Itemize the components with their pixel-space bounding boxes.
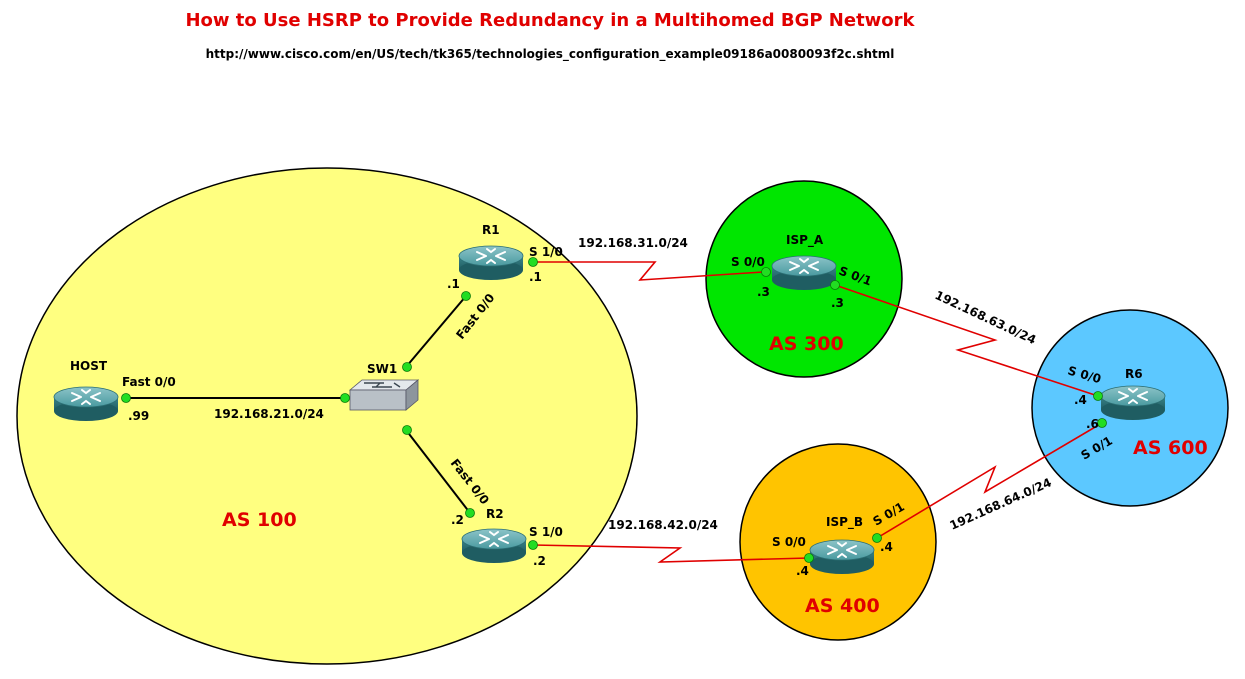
label-as400: AS 400 [805,595,880,617]
port-dot [528,540,538,550]
port-dot [465,508,475,518]
link-r1-sw1 [405,295,467,368]
network-ispa-r6: 192.168.63.0/24 [933,288,1039,347]
port-dot [461,291,471,301]
link-r2-ispb [532,544,810,563]
if-ispb-s1-ip: .4 [880,540,893,554]
network-r1-ispa: 192.168.31.0/24 [578,236,688,250]
router-isp-b[interactable] [809,539,875,575]
port-dot [528,257,538,267]
label-as100: AS 100 [222,509,297,531]
router-r6[interactable] [1100,385,1166,421]
port-dot [1097,418,1107,428]
if-r2-s: S 1/0 [529,525,563,539]
network-host-sw1: 192.168.21.0/24 [214,407,324,421]
if-ispb-s0: S 0/0 [772,535,806,549]
if-ispa-s1-ip: .3 [831,296,844,310]
if-r6-s0-ip: .4 [1074,393,1087,407]
label-as300: AS 300 [769,333,844,355]
router-r1[interactable] [458,245,524,281]
port-dot [830,280,840,290]
source-url: http://www.cisco.com/en/US/tech/tk365/te… [205,47,895,61]
if-r2-s-ip: .2 [533,554,546,568]
if-r1-fa-ip: .1 [447,277,460,291]
router-host[interactable] [53,386,119,422]
if-ispb-s0-ip: .4 [796,564,809,578]
label-sw1: SW1 [367,362,397,376]
label-as600: AS 600 [1133,437,1208,459]
link-ispa-r6 [834,284,1099,397]
network-ispb-r6: 192.168.64.0/24 [948,475,1054,532]
label-isp-a: ISP_A [786,233,824,248]
port-dot [340,393,350,403]
network-r2-ispb: 192.168.42.0/24 [608,518,718,532]
router-r2[interactable] [461,528,527,564]
if-r1-s-ip: .1 [529,270,542,284]
diagram-title: How to Use HSRP to Provide Redundancy in… [185,10,915,31]
link-r1-ispa [533,261,764,281]
switch-sw1[interactable] [348,379,420,411]
port-dot [402,425,412,435]
if-ispa-s0: S 0/0 [731,255,765,269]
if-ispa-s0-ip: .3 [757,285,770,299]
port-dot [761,267,771,277]
label-isp-b: ISP_B [826,515,863,530]
link-r2-sw1 [405,429,471,514]
link-ispb-r6 [876,422,1103,539]
if-host-ip: .99 [128,409,149,423]
port-dot [872,533,882,543]
if-r1-s: S 1/0 [529,245,563,259]
label-host: HOST [70,359,108,373]
if-host-fa: Fast 0/0 [122,375,176,389]
label-r1: R1 [482,223,500,237]
if-r6-s1-ip: .6 [1086,417,1099,431]
port-dot [121,393,131,403]
port-dot [1093,391,1103,401]
if-r2-fa-ip: .2 [451,513,464,527]
port-dot [402,362,412,372]
port-dot [804,553,814,563]
label-r6: R6 [1125,367,1143,381]
label-r2: R2 [486,507,504,521]
router-isp-a[interactable] [771,255,837,291]
